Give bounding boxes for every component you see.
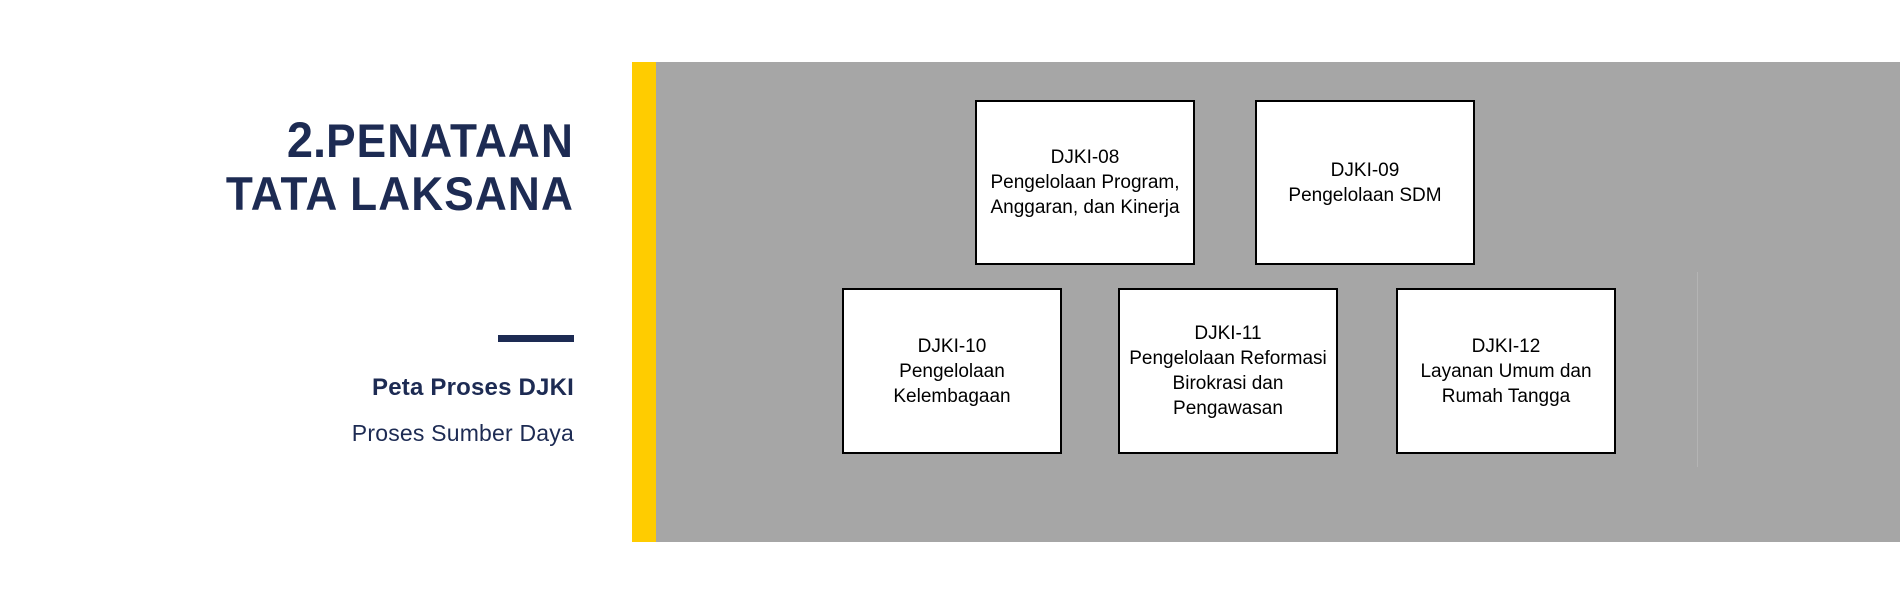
subtitle-primary: Peta Proses DJKI xyxy=(372,374,574,401)
diagram-background: DJKI-08 Pengelolaan Program, Anggaran, d… xyxy=(656,62,1900,542)
section-heading: 2.PENATAAN TATA LAKSANA xyxy=(54,112,574,221)
heading-divider-rule xyxy=(498,335,574,342)
section-heading-line-1: 2.PENATAAN xyxy=(85,112,574,168)
process-box-djki-09-text: DJKI-09 Pengelolaan SDM xyxy=(1288,159,1442,206)
section-number: 2. xyxy=(286,112,327,168)
process-box-djki-11[interactable]: DJKI-11 Pengelolaan Reformasi Birokrasi … xyxy=(1118,288,1338,454)
process-box-djki-12[interactable]: DJKI-12 Layanan Umum dan Rumah Tangga xyxy=(1396,288,1616,454)
subtitle-block: Peta Proses DJKI Proses Sumber Daya xyxy=(54,372,574,450)
vertical-divider-line xyxy=(1697,272,1698,467)
subtitle-secondary: Proses Sumber Daya xyxy=(351,420,574,446)
left-title-panel: 2.PENATAAN TATA LAKSANA Peta Proses DJKI… xyxy=(0,0,632,600)
process-box-djki-10-text: DJKI-10 Pengelolaan Kelembagaan xyxy=(893,335,1011,407)
section-heading-line-2: TATA LAKSANA xyxy=(225,167,574,220)
process-box-djki-08[interactable]: DJKI-08 Pengelolaan Program, Anggaran, d… xyxy=(975,100,1195,265)
process-box-djki-12-text: DJKI-12 Layanan Umum dan Rumah Tangga xyxy=(1420,335,1592,407)
process-map-panel: DJKI-08 Pengelolaan Program, Anggaran, d… xyxy=(632,62,1900,542)
yellow-accent-bar xyxy=(632,62,656,542)
process-box-djki-09[interactable]: DJKI-09 Pengelolaan SDM xyxy=(1255,100,1475,265)
process-box-djki-11-text: DJKI-11 Pengelolaan Reformasi Birokrasi … xyxy=(1129,323,1327,419)
section-heading-line-1-text: PENATAAN xyxy=(326,114,574,167)
process-box-djki-10[interactable]: DJKI-10 Pengelolaan Kelembagaan xyxy=(842,288,1062,454)
process-box-djki-08-text: DJKI-08 Pengelolaan Program, Anggaran, d… xyxy=(990,147,1180,218)
